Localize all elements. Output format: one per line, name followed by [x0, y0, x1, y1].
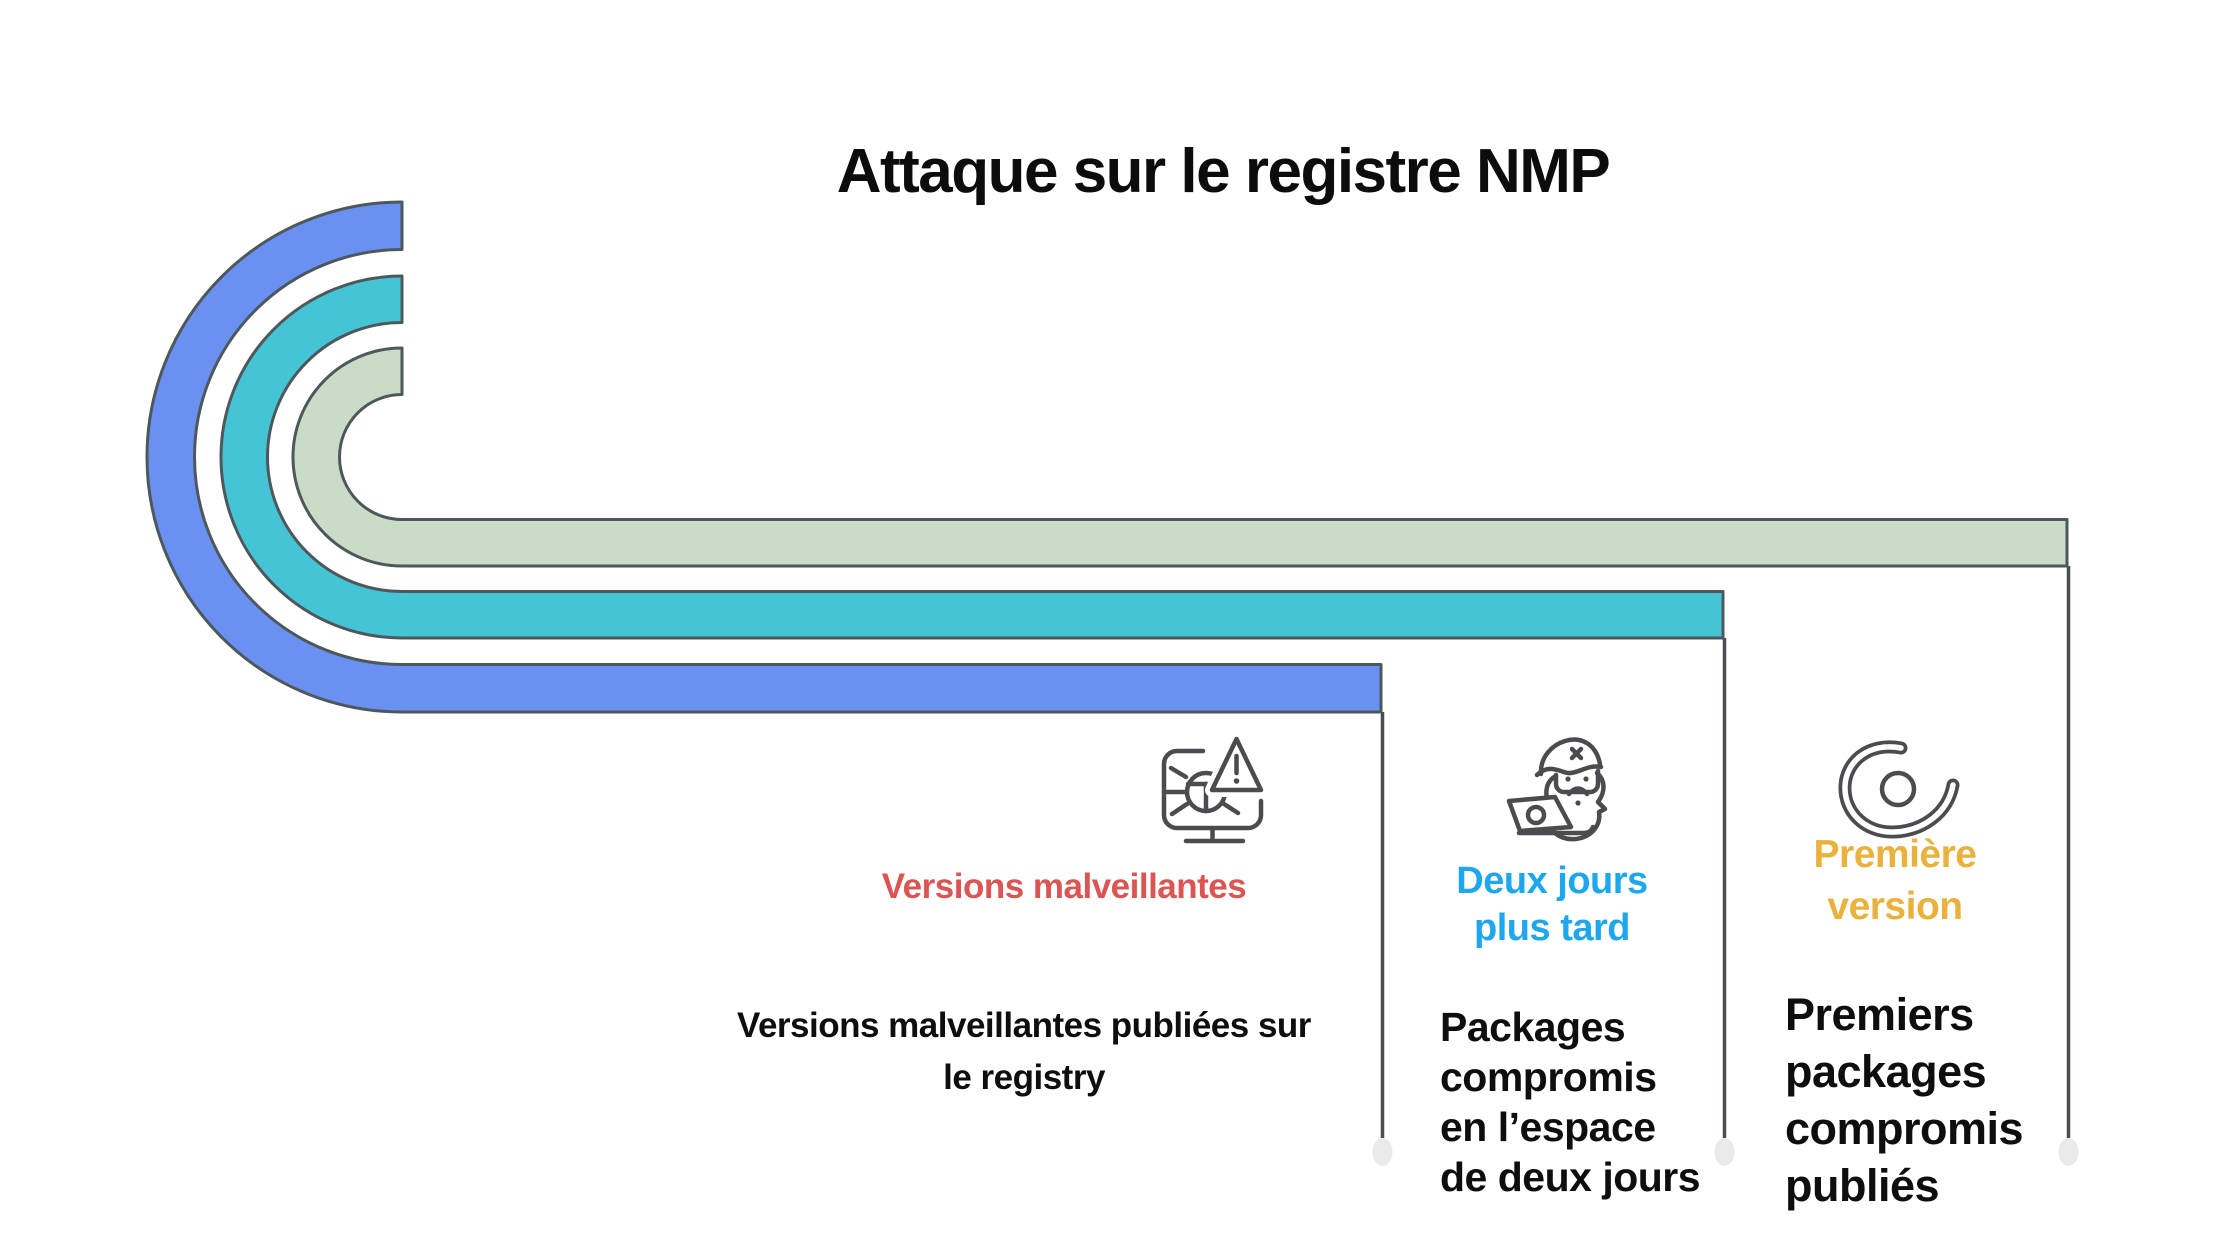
- bug-legs: [1164, 765, 1241, 817]
- milestone-3-description-line-2: packages: [1785, 1046, 1987, 1097]
- milestone-3-label: Première version: [1745, 829, 2045, 933]
- pirate-face: [1553, 768, 1601, 795]
- timeline-band-teal: [219, 274, 1725, 640]
- pirate-chin-dot: [1575, 800, 1581, 806]
- connector-lines: [1380, 566, 2071, 1138]
- laptop-base: [1516, 824, 1596, 836]
- timeline-band-blue: [145, 200, 1383, 714]
- pirate-frown: [1566, 786, 1590, 797]
- milestone-3-description: Premiers packages compromis publiés: [1785, 986, 2085, 1214]
- milestone-2-description-line-1: Packages: [1440, 1004, 1626, 1050]
- milestone-1-description-line-2: le registry: [943, 1058, 1105, 1097]
- monitor-outline: [1161, 748, 1264, 831]
- pirate-hat-brim: [1534, 764, 1604, 778]
- pirate-eye-right: [1583, 776, 1589, 782]
- malware-monitor-alert-icon: [1161, 732, 1268, 844]
- milestone-2-description: Packages compromis en l’espace de deux j…: [1440, 1002, 1740, 1202]
- milestone-3-label-line-1: Première: [1813, 833, 1977, 876]
- pirate-hat-x-mark: [1569, 746, 1584, 761]
- milestone-2-label-line-2: plus tard: [1474, 907, 1630, 949]
- first-version-swoosh-icon: [1838, 740, 1960, 839]
- milestone-2-description-line-3: en l’espace: [1440, 1104, 1656, 1150]
- milestone-2-description-line-2: compromis: [1440, 1054, 1657, 1100]
- milestone-2-label: Deux jours plus tard: [1412, 858, 1692, 952]
- milestone-3-description-line-3: compromis: [1785, 1103, 2024, 1154]
- pirate-laptop-icon: [1506, 737, 1608, 842]
- connector-dot-3: [2058, 1138, 2079, 1166]
- milestone-3-description-line-4: publiés: [1785, 1160, 1940, 1211]
- alert-exclamation-dot: [1233, 778, 1240, 784]
- milestone-2-description-line-4: de deux jours: [1440, 1154, 1701, 1200]
- milestone-1-label: Versions malveillantes: [881, 867, 1247, 906]
- milestone-3-description-line-1: Premiers: [1785, 989, 1974, 1040]
- milestone-1-description-line-1: Versions malveillantes publiées sur: [737, 1006, 1311, 1045]
- timeline-band-green: [291, 346, 2069, 568]
- connector-dots: [1372, 1138, 2079, 1166]
- milestone-2-label-line-1: Deux jours: [1456, 860, 1648, 902]
- connector-dot-2: [1714, 1138, 1735, 1166]
- swoosh-inner: [1842, 744, 1956, 835]
- connector-dot-1: [1372, 1138, 1393, 1166]
- page-title: Attaque sur le registre NMP: [836, 137, 1611, 206]
- swoosh-circle: [1879, 770, 1917, 808]
- milestone-3-label-line-2: version: [1827, 885, 1963, 928]
- pirate-eye-left: [1565, 776, 1571, 782]
- pirate-hat: [1538, 737, 1603, 777]
- laptop-logo: [1525, 804, 1547, 826]
- timeline-bands: [145, 200, 2069, 714]
- milestone-1-description: Versions malveillantes publiées sur le r…: [672, 1000, 1376, 1104]
